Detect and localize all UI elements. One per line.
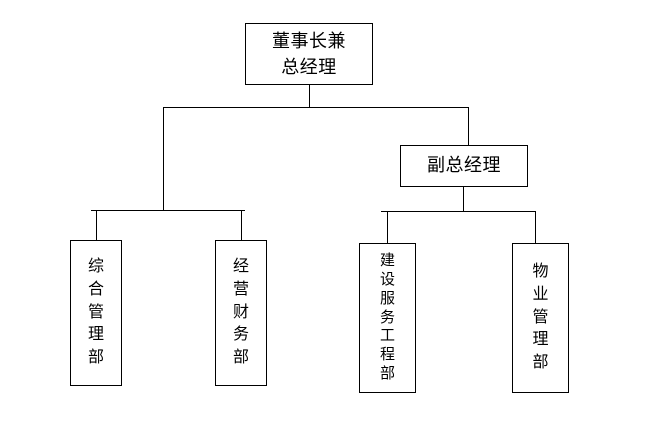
connector-top-bus (163, 107, 469, 108)
connector-deputy-drop (463, 187, 464, 212)
node-department-1-label: 经 营 财 务 部 (232, 258, 249, 367)
connector-dept-2-drop (387, 211, 388, 244)
node-deputy-general-manager[interactable]: 副总经理 (400, 145, 528, 187)
connector-left-sub-bus (91, 210, 245, 211)
node-department-3-label: 物 业 管 理 部 (532, 263, 549, 372)
node-department-0-label: 综 合 管 理 部 (87, 258, 104, 367)
connector-dept-3-drop (535, 211, 536, 244)
node-department-construction-service-engineering[interactable]: 建 设 服 务 工 程 部 (359, 243, 416, 393)
connector-right-sub-bus (381, 211, 536, 212)
connector-deputy-vertical (468, 107, 469, 146)
connector-left-branch-vertical (163, 107, 164, 211)
node-department-business-finance[interactable]: 经 营 财 务 部 (215, 240, 267, 386)
node-chairman[interactable]: 董事长兼 总经理 (245, 23, 373, 85)
node-chairman-label: 董事长兼 总经理 (272, 30, 346, 77)
node-department-2-label: 建 设 服 务 工 程 部 (379, 252, 395, 383)
node-department-property-management[interactable]: 物 业 管 理 部 (512, 243, 569, 393)
connector-dept-0-drop (96, 210, 97, 241)
node-department-comprehensive-management[interactable]: 综 合 管 理 部 (70, 240, 122, 386)
connector-dept-1-drop (241, 210, 242, 241)
node-deputy-general-manager-label: 副总经理 (427, 155, 501, 176)
connector-chairman-drop (309, 85, 310, 107)
